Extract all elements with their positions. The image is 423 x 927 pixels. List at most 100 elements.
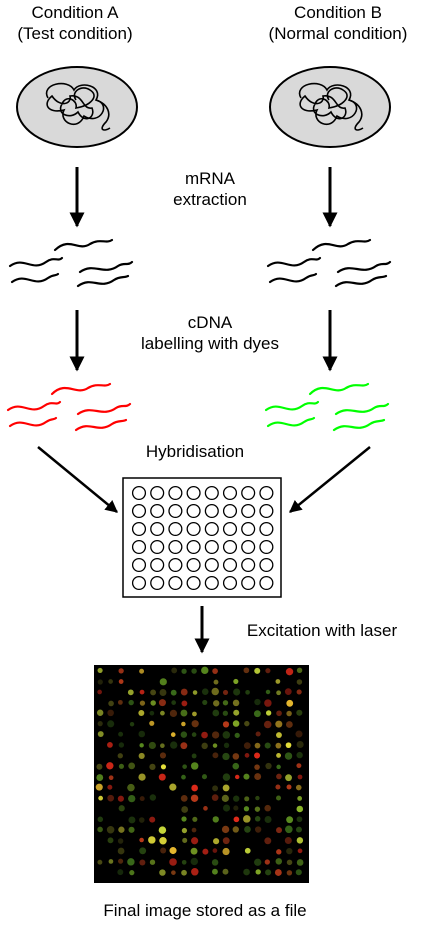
array-spot (181, 774, 186, 780)
array-spot (107, 784, 113, 790)
array-spot (296, 689, 302, 695)
array-spot (170, 732, 176, 737)
array-spot (180, 742, 188, 750)
array-spot (191, 668, 197, 674)
array-spot (264, 742, 271, 749)
array-spot (254, 826, 262, 833)
labelled-cdna-b-icon (264, 382, 390, 432)
array-spot (158, 699, 166, 707)
slide-well (131, 503, 147, 519)
array-spot (201, 774, 208, 780)
array-spot (297, 848, 303, 854)
array-spot (192, 690, 198, 695)
array-spot (233, 805, 239, 811)
array-spot (276, 849, 282, 855)
array-spot (97, 826, 103, 833)
array-spot (244, 720, 250, 727)
array-spot (96, 774, 104, 781)
slide-well (241, 485, 256, 501)
array-spot (182, 837, 188, 843)
labelled-cdna-a-icon (6, 382, 132, 432)
array-spot (139, 837, 144, 843)
array-spot (97, 859, 103, 865)
array-spot (139, 743, 144, 748)
slide-well (186, 485, 201, 501)
array-spot (264, 837, 272, 845)
array-spot (118, 805, 125, 812)
arrow-b-hybridisation (289, 446, 371, 513)
array-spot (201, 742, 208, 750)
scanned-image (94, 665, 309, 883)
array-spot (171, 700, 177, 705)
array-spot (264, 804, 271, 812)
slide-well (204, 557, 219, 573)
array-spot (255, 795, 260, 801)
array-spot (297, 774, 303, 780)
array-spot (169, 709, 178, 718)
array-spot (191, 837, 199, 845)
array-spot (295, 730, 303, 738)
array-spot (286, 710, 292, 717)
slide-well (241, 575, 256, 591)
array-spot (139, 689, 145, 695)
array-spot (255, 869, 261, 875)
array-spot (243, 742, 251, 749)
array-spot (118, 731, 124, 737)
array-spot (160, 710, 165, 716)
array-spot (223, 742, 230, 748)
array-spot (129, 870, 135, 876)
array-spot (98, 795, 104, 801)
array-spot (243, 868, 250, 876)
array-spot (222, 784, 230, 792)
array-spot (107, 742, 113, 748)
array-spot (127, 783, 135, 792)
array-spot (222, 847, 230, 856)
array-spot (232, 720, 240, 727)
mrna-label: mRNA (184, 169, 236, 188)
slide-well (131, 539, 147, 555)
array-spot (149, 710, 155, 716)
array-spot (254, 698, 261, 706)
excitation-label: Excitation with laser (246, 621, 398, 640)
array-spot (253, 710, 261, 718)
array-spot (254, 858, 262, 866)
array-spot (181, 700, 188, 707)
array-spot (211, 687, 219, 696)
array-spot (118, 763, 124, 769)
slide-well (259, 539, 274, 555)
slide-well (168, 539, 183, 555)
cell-a-icon (16, 66, 138, 148)
array-spot (276, 773, 282, 780)
array-spot (190, 762, 199, 770)
array-spot (139, 847, 147, 855)
array-spot (213, 700, 220, 707)
condition-b-title: Condition B (Normal condition) (253, 2, 423, 44)
array-spot (233, 688, 241, 696)
array-spot (117, 847, 125, 855)
array-spot (118, 679, 124, 684)
array-spot (192, 711, 197, 717)
array-spot (171, 667, 178, 674)
array-spot (203, 806, 208, 811)
array-spot (108, 859, 114, 864)
array-spot (212, 868, 218, 875)
array-spot (97, 679, 103, 685)
array-spot (276, 764, 281, 770)
array-spot (265, 689, 271, 695)
slide-well (241, 557, 256, 573)
cell-b-icon (269, 66, 391, 148)
array-spot (254, 742, 261, 749)
array-spot (286, 859, 293, 866)
slide-well (204, 575, 219, 591)
array-spot (106, 825, 115, 834)
array-spot (159, 689, 167, 696)
array-spot (180, 709, 188, 717)
array-spot (182, 764, 187, 769)
slide-well (241, 503, 256, 519)
array-spot (284, 752, 293, 760)
array-spot (159, 678, 167, 686)
array-spot (117, 838, 124, 844)
mrna-strands-a-icon (8, 238, 134, 288)
array-spot (265, 668, 271, 674)
array-spot (275, 784, 281, 790)
